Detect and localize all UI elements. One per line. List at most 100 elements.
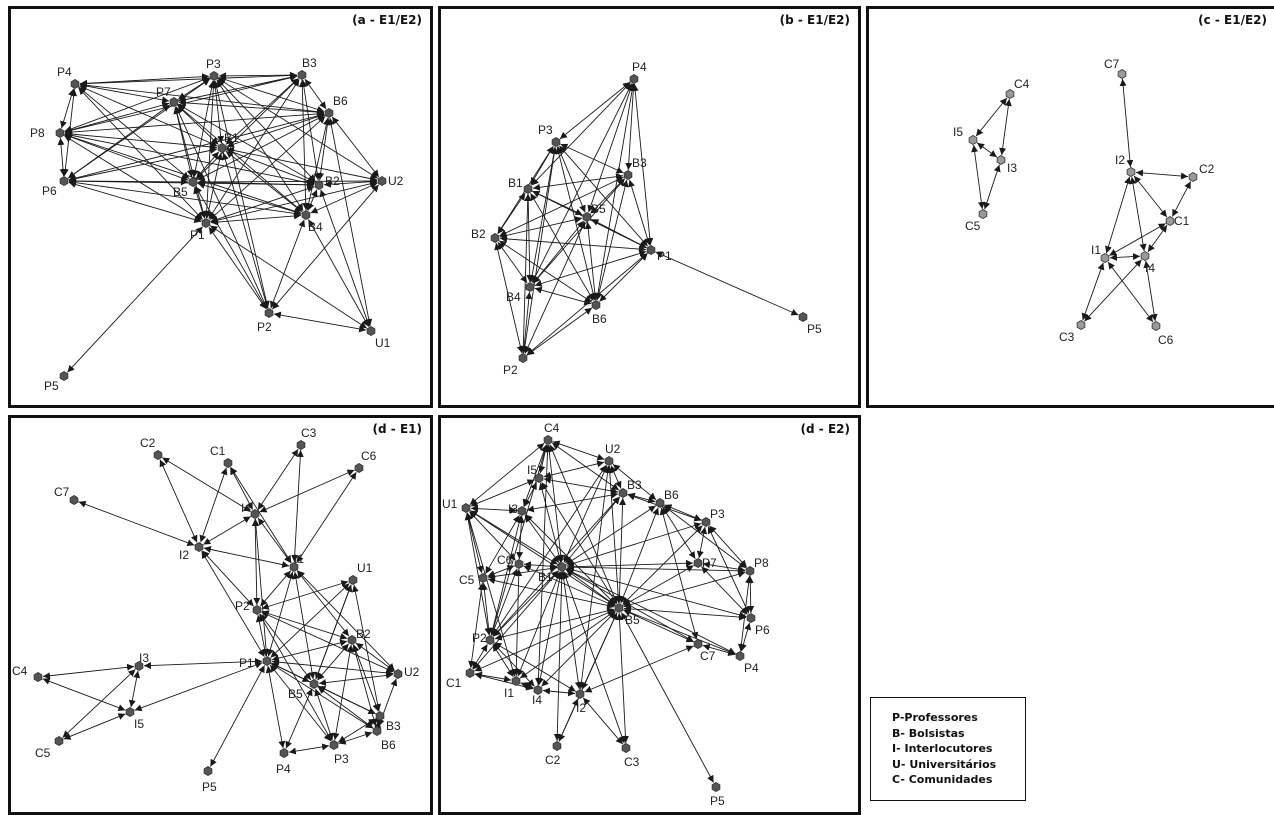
node-label-P2: P2 <box>503 363 518 377</box>
node-label-B6: B6 <box>592 312 607 326</box>
node-B5 <box>309 679 319 689</box>
node-label-C4: C4 <box>12 664 28 678</box>
edge-I5-C4 <box>42 678 126 711</box>
edge-I2-C1 <box>199 467 228 543</box>
edge-P8-P6 <box>746 575 755 614</box>
panel-title-d-e2: (d - E2) <box>800 422 850 436</box>
edge-I5-P1 <box>134 661 263 712</box>
edge-B2-B4 <box>497 241 528 284</box>
node-C5 <box>978 209 988 219</box>
edge-C5-B5 <box>487 577 615 609</box>
edge-B5-P5 <box>621 612 714 783</box>
edge-B3-B1 <box>532 173 624 191</box>
legend-item-professores: P-Professores <box>892 711 978 724</box>
node-label-P4: P4 <box>276 762 291 776</box>
edge-B3-B5 <box>615 497 627 604</box>
edge-B1-P7 <box>566 559 694 571</box>
edges <box>971 78 1192 323</box>
edge-B5-B3 <box>318 685 376 715</box>
node-I4 <box>1140 251 1150 261</box>
edge-B3-B6 <box>304 78 327 110</box>
node-B1 <box>523 184 533 194</box>
node-label-U2: U2 <box>605 442 621 456</box>
node-P2 <box>264 308 274 318</box>
node-I1 <box>289 562 299 572</box>
node-label-I2: I2 <box>1115 153 1125 167</box>
node-label-C7: C7 <box>1104 57 1120 71</box>
panel-title-b: (b - E1/E2) <box>779 13 850 27</box>
edge-I1-P1 <box>266 571 295 657</box>
node-label-B2: B2 <box>356 627 371 641</box>
edge-U1-B5 <box>314 584 353 680</box>
edge-B3-B6 <box>595 179 629 301</box>
edge-P3-P7 <box>696 526 708 559</box>
edge-U2-P2 <box>492 464 607 637</box>
node-label-P3: P3 <box>538 123 553 137</box>
edge-I5-U1 <box>470 479 535 507</box>
node-label-I1: I1 <box>294 552 304 566</box>
node-C6 <box>1151 321 1161 331</box>
edge-I4-I1 <box>257 517 292 564</box>
node-C4 <box>33 672 43 682</box>
node-B3 <box>375 711 385 721</box>
edge-C1-I4 <box>1147 224 1168 253</box>
edge-P3-B1 <box>566 522 702 567</box>
node-B2 <box>314 180 324 190</box>
edge-I3-I5 <box>128 670 141 708</box>
edge-I4-I2 <box>542 687 576 697</box>
node-C2 <box>153 450 163 460</box>
edge-P1-B4 <box>210 212 302 226</box>
node-label-I1: I1 <box>1091 243 1101 257</box>
edge-P3-B5 <box>557 146 586 213</box>
edge-B5-C3 <box>616 612 629 744</box>
edge-B1-P8 <box>566 563 746 575</box>
edge-B5-P6 <box>623 605 747 621</box>
node-C3 <box>296 440 306 450</box>
node-B5 <box>582 212 592 222</box>
node-label-C1: C1 <box>1174 214 1190 228</box>
node-P3 <box>701 517 711 527</box>
edge-B5-U2 <box>197 177 378 186</box>
edge-B1-P6 <box>566 566 747 619</box>
node-P4 <box>70 79 80 89</box>
node-label-C2: C2 <box>140 436 156 450</box>
node-C1 <box>465 668 475 678</box>
node-B3 <box>297 70 307 80</box>
edge-B2-U1 <box>319 189 371 327</box>
node-C6 <box>354 463 364 473</box>
edge-I2-C2 <box>558 698 579 742</box>
edge-C7-I2 <box>584 645 694 693</box>
node-label-B5: B5 <box>173 185 188 199</box>
node-label-B2: B2 <box>325 174 340 188</box>
node-P6 <box>746 613 756 623</box>
panel-title-a: (a - E1/E2) <box>352 13 422 27</box>
legend-item-bolsistas: B- Bolsistas <box>892 726 965 740</box>
node-label-P5: P5 <box>710 794 725 808</box>
node-P3 <box>551 137 561 147</box>
edge-I5-I3 <box>523 482 538 507</box>
edge-B6-P3 <box>664 504 702 521</box>
node-label-B4: B4 <box>506 290 521 304</box>
node-label-I4: I4 <box>241 501 251 515</box>
edge-I4-C6 <box>259 469 355 513</box>
node-label-P3: P3 <box>206 57 221 71</box>
edge-I4-C3 <box>1084 259 1142 322</box>
edge-B3-B6 <box>374 718 383 729</box>
node-P1 <box>262 656 272 666</box>
node-label-P1: P1 <box>190 228 205 242</box>
node-C7 <box>693 639 703 649</box>
edge-P1-U1 <box>209 225 368 329</box>
node-label-C3: C3 <box>301 426 317 440</box>
node-P4 <box>735 651 745 661</box>
edge-U2-B3 <box>610 465 622 489</box>
node-label-I3: I3 <box>1007 161 1017 175</box>
edge-I2-C7 <box>78 500 195 547</box>
node-label-I2: I2 <box>179 548 189 562</box>
edge-P1-P2 <box>208 226 267 310</box>
edge-I1-C1 <box>230 466 292 564</box>
node-U1 <box>366 326 376 336</box>
edge-I5-B3 <box>543 476 619 495</box>
